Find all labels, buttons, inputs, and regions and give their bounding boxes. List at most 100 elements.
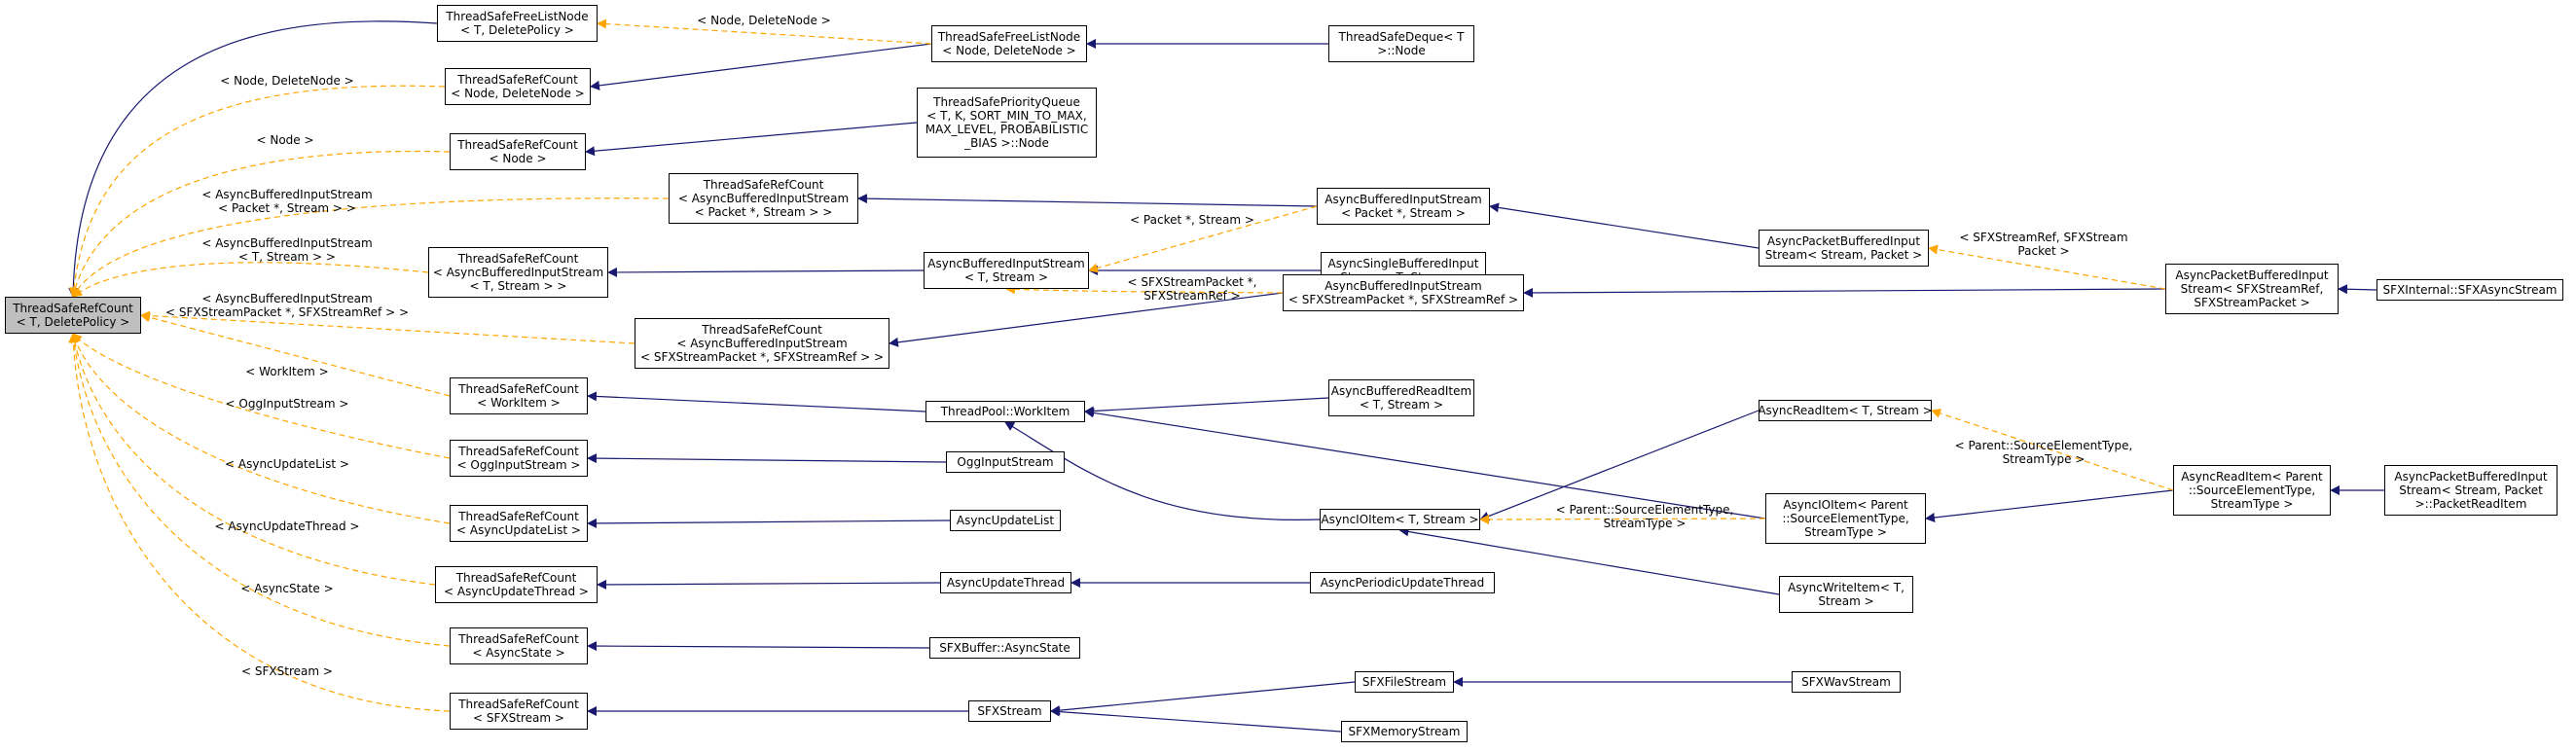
inheritance-edge	[587, 518, 951, 528]
class-node-ogg-input-stream[interactable]: OggInputStream	[946, 451, 1065, 473]
class-node-refcount-asyncstate[interactable]: ThreadSafeRefCount< AsyncState >	[450, 627, 588, 664]
class-node-label-line: SFXStream	[977, 704, 1042, 718]
class-node-label-line: ThreadSafeRefCount	[458, 445, 579, 458]
inheritance-edge	[1050, 706, 1342, 733]
class-node-async-write-item[interactable]: AsyncWriteItem< T,Stream >	[1779, 576, 1913, 613]
class-node-sfx-wav-stream[interactable]: SFXWavStream	[1792, 671, 1901, 693]
template-instantiation-edge	[72, 333, 451, 459]
class-node-refcount-workitem[interactable]: ThreadSafeRefCount< WorkItem >	[450, 377, 588, 414]
edge-label-line: < Node, DeleteNode >	[220, 74, 353, 88]
class-node-sfx-buffer-asyncstate[interactable]: SFXBuffer::AsyncState	[929, 637, 1080, 659]
inheritance-edge	[1084, 408, 1766, 519]
edge-label-l-packet-stream: < Packet *, Stream >	[1130, 213, 1254, 227]
edge-label-l-abis-sfx: < AsyncBufferedInputStream< SFXStreamPac…	[165, 292, 409, 319]
class-node-label-line: ThreadSafeRefCount	[702, 323, 822, 337]
class-node-async-buffered-read-item[interactable]: AsyncBufferedReadItem< T, Stream >	[1328, 379, 1474, 416]
class-node-label-line: < Node >	[489, 152, 547, 165]
class-node-refcount-abis-packet[interactable]: ThreadSafeRefCount< AsyncBufferedInputSt…	[669, 173, 858, 224]
class-node-label-line: < AsyncBufferedInputStream	[676, 337, 848, 350]
class-node-async-update-thread[interactable]: AsyncUpdateThread	[940, 572, 1071, 593]
edge-label-l-updatelist: < AsyncUpdateList >	[225, 457, 349, 471]
class-node-label-line: >::PacketReadItem	[2414, 497, 2527, 511]
edge-label-l-node: < Node >	[256, 133, 313, 147]
class-node-label-line: Stream >	[1818, 594, 1874, 608]
class-node-freelist-node-tpl[interactable]: ThreadSafeFreeListNode< T, DeletePolicy …	[437, 5, 598, 42]
edge-label-line: < Parent::SourceElementType,	[1955, 439, 2133, 452]
inheritance-edge	[590, 43, 932, 90]
template-instantiation-edge	[1928, 244, 2166, 290]
class-node-async-read-item-parent[interactable]: AsyncReadItem< Parent::SourceElementType…	[2173, 465, 2331, 516]
class-node-refcount-updatelist[interactable]: ThreadSafeRefCount< AsyncUpdateList >	[450, 505, 588, 542]
class-node-abis-t[interactable]: AsyncBufferedInputStream< T, Stream >	[924, 252, 1089, 289]
class-node-refcount-node[interactable]: ThreadSafeRefCount< Node >	[450, 133, 586, 170]
class-node-abis-sfx[interactable]: AsyncBufferedInputStream< SFXStreamPacke…	[1283, 274, 1524, 311]
edge-label-line: < SFXStreamRef, SFXStream	[1959, 231, 2127, 244]
class-node-label-line: ThreadSafeDeque< T	[1338, 30, 1465, 44]
edge-label-line: < SFXStream >	[241, 664, 333, 678]
class-node-sfx-file-stream[interactable]: SFXFileStream	[1355, 671, 1454, 693]
inheritance-edge	[607, 267, 925, 277]
class-node-label-line: ThreadSafeRefCount	[457, 138, 578, 152]
class-node-label-line: ThreadSafeRefCount	[457, 73, 578, 87]
class-node-threadpool-workitem[interactable]: ThreadPool::WorkItem	[925, 401, 1085, 422]
inheritance-edge	[587, 641, 930, 652]
class-node-label-line: AsyncBufferedInputStream	[1324, 193, 1482, 206]
class-node-label-line: AsyncPacketBufferedInput	[1766, 234, 1921, 248]
edge-label-l-sfxpacket-ref: < SFXStreamPacket *,SFXStreamRef >	[1128, 275, 1257, 303]
class-node-async-io-item-parent[interactable]: AsyncIOItem< Parent::SourceElementType,S…	[1765, 493, 1926, 544]
class-node-label-line: < OggInputStream >	[456, 458, 581, 472]
inheritance-edge	[857, 194, 1318, 207]
class-node-sfx-memory-stream[interactable]: SFXMemoryStream	[1341, 721, 1468, 742]
class-node-sfx-internal-async[interactable]: SFXInternal::SFXAsyncStream	[2376, 279, 2563, 301]
class-node-freelist-node-nd[interactable]: ThreadSafeFreeListNode< Node, DeleteNode…	[931, 25, 1087, 62]
template-instantiation-edge	[71, 333, 451, 524]
class-node-label-line: Stream< SFXStreamRef,	[2180, 282, 2324, 296]
class-node-label-line: ThreadSafeRefCount	[458, 510, 579, 523]
class-node-async-io-item[interactable]: AsyncIOItem< T, Stream >	[1320, 509, 1480, 530]
template-instantiation-edge	[140, 312, 451, 397]
inheritance-edge	[585, 122, 918, 157]
class-node-refcount-abis-t[interactable]: ThreadSafeRefCount< AsyncBufferedInputSt…	[428, 247, 608, 298]
class-node-label-line: Stream< Stream, Packet >	[1764, 248, 1923, 262]
inheritance-edge	[889, 292, 1284, 347]
class-node-abis-packet[interactable]: AsyncBufferedInputStream< Packet *, Stre…	[1317, 188, 1490, 225]
class-node-label-line: AsyncReadItem< Parent	[2181, 470, 2323, 483]
template-instantiation-edge	[1931, 409, 2174, 491]
class-node-label-line: < AsyncState >	[472, 646, 565, 660]
edge-label-line: < Packet *, Stream > >	[218, 201, 356, 215]
edge-label-l-sfxstream: < SFXStream >	[241, 664, 333, 678]
edge-label-line: StreamType >	[1604, 517, 1687, 530]
edge-label-line: StreamType >	[2003, 452, 2086, 466]
inheritance-edge	[1925, 489, 2174, 522]
edge-label-line: < AsyncUpdateList >	[225, 457, 349, 471]
class-node-label-line: ThreadSafeFreeListNode	[937, 30, 1081, 44]
class-node-priority-queue-node[interactable]: ThreadSafePriorityQueue< T, K, SORT_MIN_…	[917, 88, 1097, 158]
inheritance-edge	[2338, 284, 2377, 295]
inheritance-edge	[68, 20, 438, 298]
edge-label-l-asyncstate: < AsyncState >	[240, 582, 333, 595]
edge-label-l-parent-src-right: < Parent::SourceElementType,StreamType >	[1955, 439, 2133, 466]
class-node-label-line: AsyncBufferedReadItem	[1330, 384, 1472, 398]
class-node-async-read-item[interactable]: AsyncReadItem< T, Stream >	[1758, 400, 1933, 421]
class-node-refcount-sfxstream[interactable]: ThreadSafeRefCount< SFXStream >	[450, 693, 588, 730]
class-node-refcount-ogg[interactable]: ThreadSafeRefCount< OggInputStream >	[450, 440, 588, 477]
template-instantiation-edge	[72, 197, 670, 298]
class-node-label-line: < T, Stream >	[963, 270, 1049, 284]
class-node-label-line: SFXBuffer::AsyncState	[939, 641, 1070, 655]
class-node-refcount-node-deletenode[interactable]: ThreadSafeRefCount< Node, DeleteNode >	[445, 68, 591, 105]
class-node-sfx-stream[interactable]: SFXStream	[968, 700, 1051, 722]
class-node-refcount-abis-sfx[interactable]: ThreadSafeRefCount< AsyncBufferedInputSt…	[635, 318, 889, 369]
edge-label-l-parent-src-mid: < Parent::SourceElementType,StreamType >	[1556, 503, 1734, 530]
class-node-deque-node[interactable]: ThreadSafeDeque< T>::Node	[1328, 25, 1474, 62]
inheritance-edge	[587, 391, 926, 412]
class-node-refcount-updatethread[interactable]: ThreadSafeRefCount< AsyncUpdateThread >	[435, 566, 598, 603]
class-node-async-update-list[interactable]: AsyncUpdateList	[950, 510, 1061, 531]
class-node-label-line: ::SourceElementType,	[2188, 483, 2316, 497]
class-node-async-periodic-update-thread[interactable]: AsyncPeriodicUpdateThread	[1310, 572, 1495, 593]
class-node-label-line: AsyncIOItem< Parent	[1783, 498, 1908, 512]
class-node-label-line: AsyncSingleBufferedInput	[1327, 257, 1479, 270]
